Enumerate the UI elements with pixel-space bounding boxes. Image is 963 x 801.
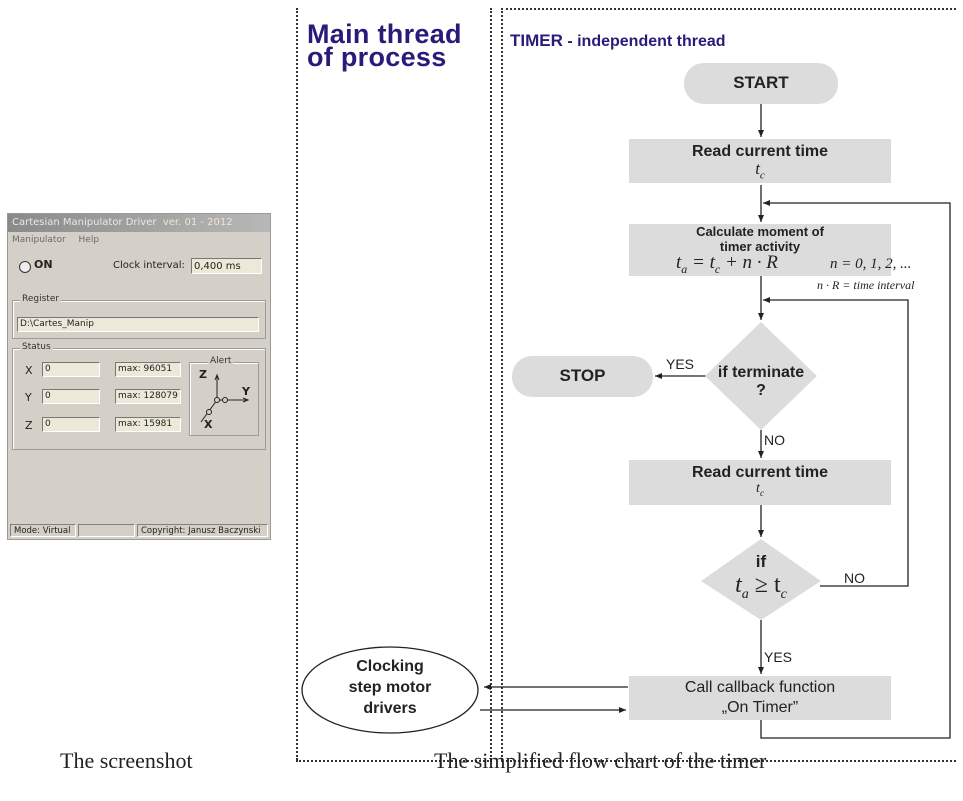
clock-interval-input[interactable]: 0,400 ms	[191, 258, 262, 274]
callback-label-2: „On Timer”	[721, 699, 799, 716]
register-input[interactable]: D:\Cartes_Manip	[17, 317, 259, 332]
register-label: Register	[20, 294, 62, 304]
timer-heading-bold: TIMER	[510, 31, 563, 50]
main-thread-heading: Main thread of process	[307, 19, 462, 72]
main-thread-heading-line1: Main thread	[307, 19, 462, 49]
statusbar-middle	[78, 524, 135, 537]
axis-y-label: Y	[25, 391, 32, 404]
alert-axis-z: Z	[199, 368, 207, 381]
window-titlebar: Cartesian Manipulator Driver ver. 01 - 2…	[8, 214, 270, 232]
callback-label-1: Call callback function	[684, 679, 836, 696]
main-thread-frame-bottom	[296, 760, 492, 762]
tc-symbol-2: tc	[756, 481, 764, 498]
yes-label-2: YES	[764, 649, 793, 665]
axis-x-max: max: 96051	[115, 362, 181, 377]
start-label: START	[733, 73, 789, 92]
stop-label: STOP	[559, 366, 606, 385]
axes-icon	[200, 373, 250, 423]
window-title: Cartesian Manipulator Driver	[12, 217, 157, 228]
timer-heading-rest: - independent thread	[562, 33, 726, 50]
time-check-decision	[701, 539, 821, 620]
alert-axis-y: Y	[242, 385, 250, 398]
alert-axis-x: X	[204, 418, 213, 431]
callback-box: Call callback function „On Timer”	[629, 676, 891, 720]
yes-label-1: YES	[666, 356, 695, 372]
caption-flowchart: The simplified flow chart of the timer	[434, 748, 767, 773]
calculate-box: Calculate moment of timer activity	[629, 224, 891, 276]
register-group	[12, 300, 266, 339]
tc-symbol-1: tc	[755, 159, 765, 182]
if-label: if	[755, 552, 767, 571]
statusbar-mode: Mode: Virtual	[10, 524, 76, 537]
axis-z-value: 0	[42, 417, 100, 432]
read-time-box-1: Read current time tc	[629, 139, 891, 183]
status-label: Status	[20, 342, 53, 352]
timer-frame-left	[501, 8, 503, 760]
main-thread-heading-line2: of process	[307, 42, 447, 72]
stop-terminal	[512, 356, 653, 397]
calculate-label-2: timer activity	[719, 239, 801, 254]
alert-label: Alert	[208, 356, 234, 366]
timer-frame-top	[501, 8, 956, 10]
statusbar-copyright: Copyright: Janusz Baczynski	[137, 524, 268, 537]
read-time-label-2: Read current time	[691, 464, 829, 481]
clock-interval-label: Clock interval:	[113, 260, 185, 271]
terminate-label-line1: if terminate	[717, 364, 805, 381]
clocking-label-2: step motor	[348, 679, 432, 696]
main-thread-frame-left	[296, 8, 298, 760]
clocking-label-3: drivers	[363, 700, 417, 717]
clocking-label: Clocking step motor drivers	[302, 656, 478, 719]
timer-frame-bottom	[501, 760, 956, 762]
axis-x-label: X	[25, 364, 33, 377]
no-label-1: NO	[764, 432, 785, 448]
driver-window: Cartesian Manipulator Driver ver. 01 - 2…	[7, 213, 271, 540]
axis-y-max: max: 128079	[115, 389, 181, 404]
start-terminal	[684, 63, 838, 104]
axis-z-max: max: 15981	[115, 417, 181, 432]
read-time-box-2: Read current time tc	[629, 460, 891, 505]
formula-ta: ta = tc + n · R	[676, 252, 778, 276]
condition-formula: ta ≥ tc	[735, 572, 787, 602]
window-version: ver. 01 - 2012	[162, 217, 233, 228]
terminate-label-line2: ?	[756, 382, 766, 399]
timer-heading: TIMER - independent thread	[510, 31, 726, 51]
main-thread-frame-right	[490, 8, 492, 760]
terminate-label: if terminate ?	[705, 364, 817, 400]
clocking-label-1: Clocking	[356, 658, 424, 675]
on-radio[interactable]	[19, 261, 31, 273]
menu-manipulator[interactable]: Manipulator	[12, 235, 66, 245]
terminate-decision	[705, 322, 817, 430]
n-values-label: n = 0, 1, 2, ...	[830, 256, 912, 272]
caption-screenshot: The screenshot	[60, 748, 193, 773]
on-label: ON	[34, 258, 53, 271]
status-group	[12, 348, 266, 450]
axis-y-value: 0	[42, 389, 100, 404]
clocking-ellipse	[301, 646, 479, 734]
n-interval-label: n · R = time interval	[817, 278, 915, 292]
menu-bar: Manipulator Help	[8, 232, 270, 248]
no-label-2: NO	[844, 570, 865, 586]
status-bar: Mode: Virtual Copyright: Janusz Baczynsk…	[8, 522, 270, 539]
calculate-label-1: Calculate moment of	[696, 224, 824, 239]
menu-help[interactable]: Help	[78, 235, 100, 245]
axis-x-value: 0	[42, 362, 100, 377]
read-time-label-1: Read current time	[691, 143, 829, 160]
axis-z-label: Z	[25, 419, 33, 432]
